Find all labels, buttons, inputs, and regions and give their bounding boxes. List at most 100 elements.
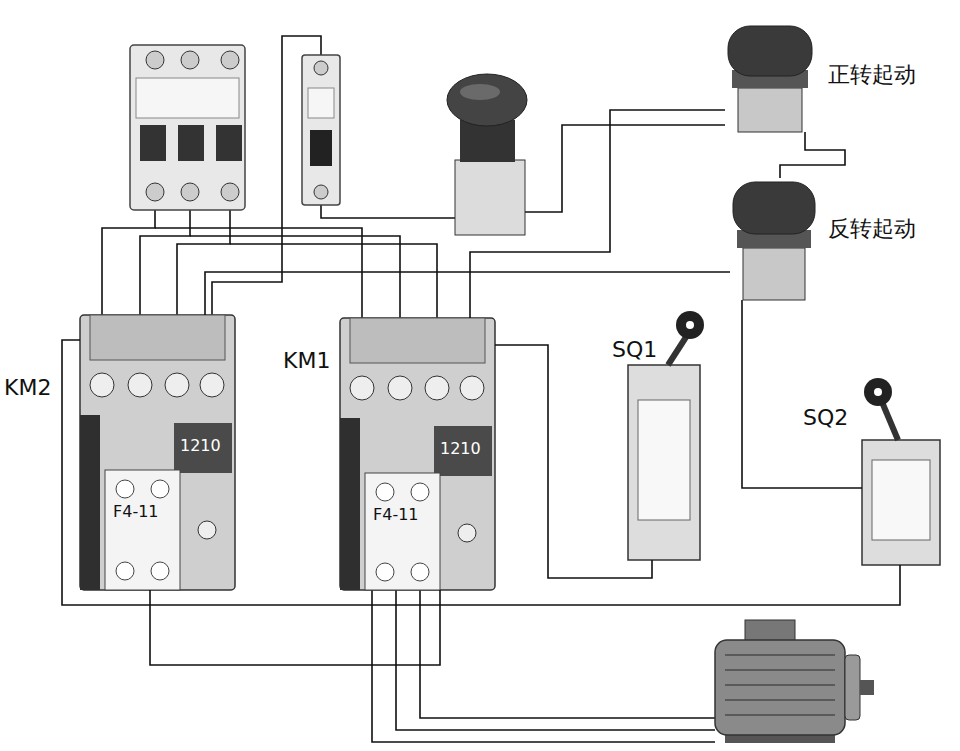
button-base bbox=[743, 248, 805, 300]
switch-body bbox=[862, 440, 940, 565]
mushroom-head bbox=[447, 74, 527, 126]
roller-axle bbox=[686, 321, 694, 329]
terminal bbox=[350, 376, 374, 400]
limit-switch: SQ2 bbox=[862, 440, 940, 565]
breaker-toggle bbox=[178, 125, 204, 161]
switch-window bbox=[638, 400, 690, 520]
button-head bbox=[733, 182, 815, 234]
button-head bbox=[728, 26, 812, 76]
wire bbox=[140, 200, 190, 315]
fin bbox=[725, 654, 835, 656]
control-wire bbox=[150, 590, 440, 665]
contactor-body bbox=[80, 315, 235, 590]
switch-body bbox=[628, 365, 700, 560]
breaker-toggle bbox=[216, 125, 242, 161]
motor-wire bbox=[372, 590, 715, 742]
limit-switch: SQ1 bbox=[628, 365, 700, 560]
end-shield bbox=[845, 655, 860, 720]
motor-wire bbox=[420, 590, 715, 718]
switch-lever bbox=[882, 402, 898, 440]
terminal bbox=[221, 51, 239, 69]
breaker-toggle bbox=[310, 130, 332, 166]
breaker-toggle bbox=[140, 125, 166, 161]
terminal bbox=[146, 183, 164, 201]
motor-shaft bbox=[860, 680, 874, 695]
switch-window bbox=[872, 460, 930, 540]
fin bbox=[725, 714, 835, 716]
push-button: 反转起动 bbox=[730, 178, 818, 300]
model-number: F4-11 bbox=[112, 503, 160, 521]
coil-terminal bbox=[198, 521, 216, 539]
terminal bbox=[116, 562, 134, 580]
breaker-plate bbox=[136, 78, 239, 118]
terminal bbox=[376, 563, 394, 581]
button-label: 反转起动 bbox=[828, 216, 916, 241]
contactor-label: KM2 bbox=[4, 375, 51, 400]
breaker-body bbox=[130, 45, 245, 210]
button-base bbox=[738, 88, 802, 132]
terminal bbox=[460, 376, 484, 400]
button-base bbox=[455, 160, 525, 235]
push-button bbox=[733, 182, 815, 300]
terminal bbox=[376, 483, 394, 501]
breaker-plate bbox=[308, 88, 334, 118]
highlight bbox=[460, 84, 500, 100]
motor-wire bbox=[396, 590, 715, 730]
coil-terminal bbox=[458, 524, 476, 542]
contactor bbox=[340, 318, 495, 590]
button-label: 正转起动 bbox=[828, 62, 916, 87]
motor-body bbox=[715, 640, 845, 735]
contactor: KM21210F4-11 bbox=[80, 315, 235, 590]
switch-lever bbox=[668, 334, 688, 365]
terminal bbox=[181, 183, 199, 201]
fin bbox=[725, 684, 835, 686]
contactor-panel bbox=[174, 423, 232, 473]
wire bbox=[102, 200, 155, 315]
limit-switch bbox=[862, 378, 940, 565]
terminal-box bbox=[745, 620, 795, 642]
cooling-fins bbox=[725, 655, 835, 715]
wire bbox=[230, 244, 437, 318]
terminal bbox=[221, 183, 239, 201]
terminal bbox=[425, 376, 449, 400]
wire bbox=[190, 236, 400, 318]
fin bbox=[725, 669, 835, 671]
control-wire bbox=[780, 132, 845, 178]
terminal bbox=[411, 483, 429, 501]
roller-axle bbox=[874, 388, 882, 396]
terminal bbox=[165, 373, 189, 397]
terminal bbox=[116, 480, 134, 498]
push-button: 正转起动 bbox=[725, 22, 815, 132]
stop-button bbox=[447, 74, 527, 235]
wire bbox=[155, 228, 362, 318]
breaker-body bbox=[302, 55, 340, 205]
control-wire bbox=[62, 340, 900, 605]
terminal bbox=[146, 51, 164, 69]
auxiliary-block bbox=[365, 473, 440, 590]
switch-label: SQ2 bbox=[803, 405, 848, 430]
push-button bbox=[728, 26, 812, 132]
control-wire bbox=[495, 345, 652, 578]
terminal bbox=[388, 376, 412, 400]
contactor-top bbox=[350, 318, 485, 363]
model-number: 1210 bbox=[439, 440, 482, 458]
three-pole-breaker bbox=[130, 45, 245, 210]
auxiliary-block bbox=[105, 470, 180, 590]
contactor-panel bbox=[434, 426, 492, 476]
contactor: KM11210F4-11 bbox=[340, 318, 495, 590]
model-number: 1210 bbox=[179, 437, 222, 455]
contactor-label: KM1 bbox=[283, 348, 330, 373]
contactor bbox=[80, 315, 235, 590]
contactor-body bbox=[340, 318, 495, 590]
terminal bbox=[151, 480, 169, 498]
contactor-top bbox=[90, 315, 225, 360]
control-wire bbox=[742, 300, 862, 488]
terminal bbox=[151, 562, 169, 580]
control-wire bbox=[470, 110, 725, 318]
contactor-side bbox=[340, 418, 360, 590]
terminal bbox=[411, 563, 429, 581]
fin bbox=[725, 699, 835, 701]
